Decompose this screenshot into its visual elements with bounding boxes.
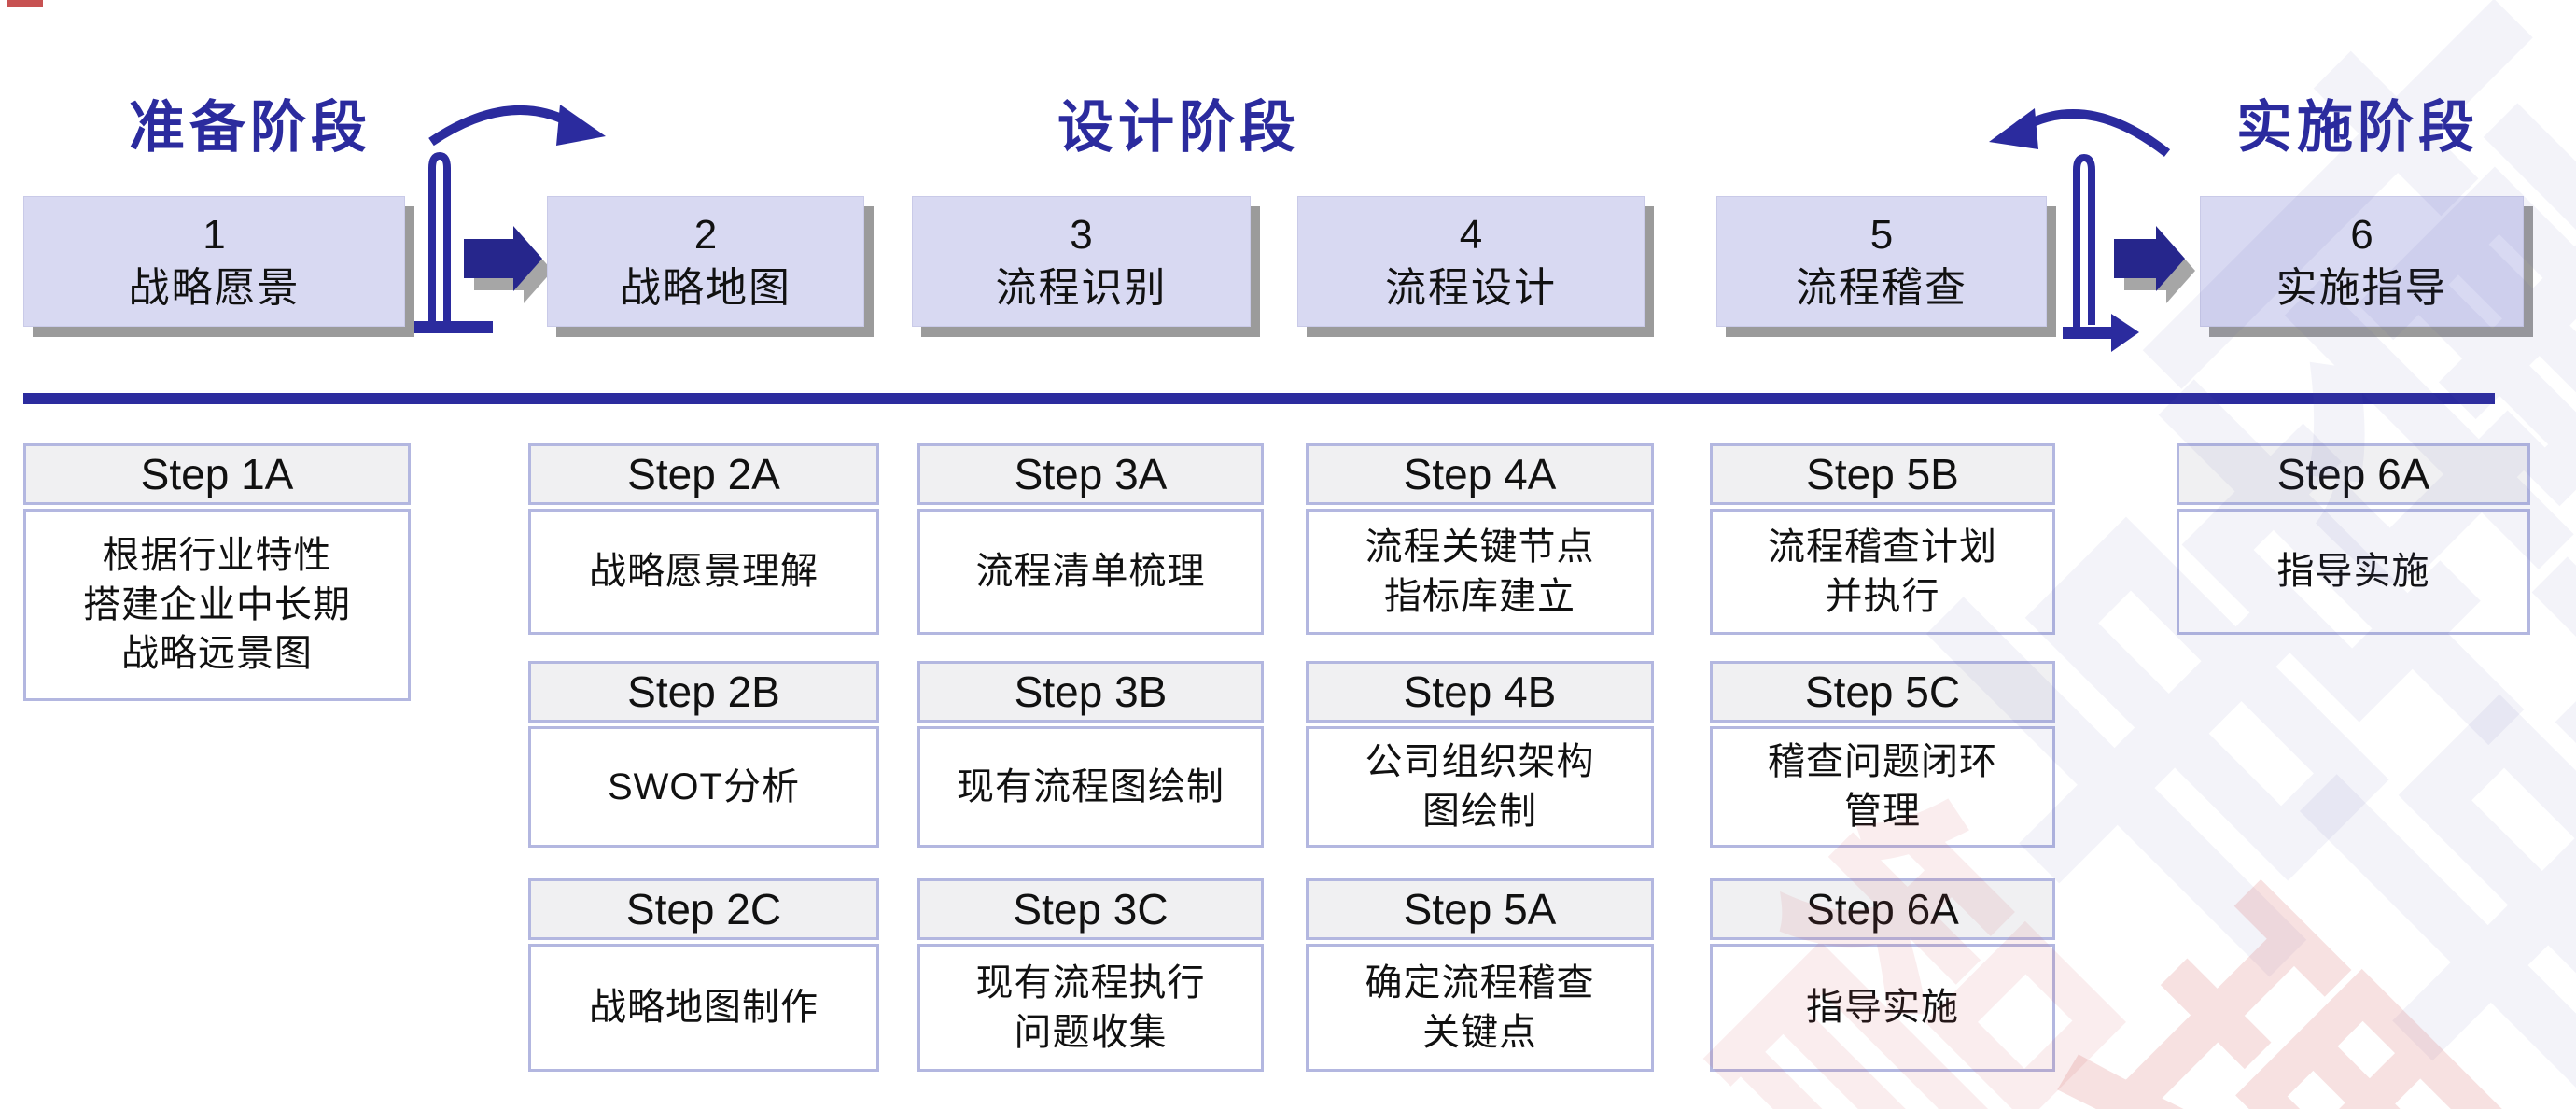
right-stage-divider-arrow bbox=[2063, 153, 2139, 352]
step-4b-header: Step 4B bbox=[1306, 661, 1654, 723]
step-5c-body: 指导实施 bbox=[1710, 944, 2055, 1072]
step-2c-header: Step 2C bbox=[528, 878, 879, 940]
flow-arrow-5-6-icon bbox=[2114, 226, 2195, 303]
step-3a-header: Step 3A bbox=[917, 443, 1264, 505]
step-3c-body: 现有流程执行 问题收集 bbox=[917, 944, 1264, 1072]
stage-box-4: 4 流程设计 bbox=[1297, 196, 1645, 327]
step-6a-body: 指导实施 bbox=[2177, 509, 2530, 635]
step-2a-body: 战略愿景理解 bbox=[528, 509, 879, 635]
step-5a-header: Step 5B bbox=[1710, 443, 2055, 505]
step-1a-header: Step 1A bbox=[23, 443, 411, 505]
step-2a-header: Step 2A bbox=[528, 443, 879, 505]
stage-number: 1 bbox=[203, 211, 226, 258]
stage-box-1: 1 战略愿景 bbox=[23, 196, 405, 327]
step-2c-body: 战略地图制作 bbox=[528, 944, 879, 1072]
step-4b-body: 公司组织架构 图绘制 bbox=[1306, 726, 1654, 848]
curved-arrow-right-icon bbox=[428, 105, 606, 147]
stage-title: 战略愿景 bbox=[128, 265, 301, 311]
stage-box-3: 3 流程识别 bbox=[912, 196, 1251, 327]
stage-title: 流程设计 bbox=[1385, 265, 1557, 311]
stage-title: 流程识别 bbox=[995, 265, 1168, 311]
stage-title: 实施指导 bbox=[2275, 265, 2448, 311]
stage-box-2: 2 战略地图 bbox=[547, 196, 864, 327]
left-stage-divider bbox=[414, 151, 493, 333]
phase-label-implementation: 实施阶段 bbox=[2236, 96, 2479, 159]
stage-number: 5 bbox=[1869, 211, 1894, 258]
flow-arrow-1-2-icon bbox=[464, 226, 553, 303]
step-3a-body: 流程清单梳理 bbox=[917, 509, 1264, 635]
step-5b-header: Step 5C bbox=[1710, 661, 2055, 723]
step-3b-body: 现有流程图绘制 bbox=[917, 726, 1264, 848]
stage-number: 3 bbox=[1070, 211, 1093, 258]
stage-number: 2 bbox=[693, 211, 718, 258]
step-5b-body: 稽查问题闭环 管理 bbox=[1710, 726, 2055, 848]
stage-title: 流程稽查 bbox=[1796, 265, 1967, 311]
stage-box-5: 5 流程稽查 bbox=[1716, 196, 2047, 327]
stage-box-6: 6 实施指导 bbox=[2200, 196, 2524, 327]
step-2b-body: SWOT分析 bbox=[528, 726, 879, 848]
horizontal-divider-line bbox=[23, 393, 2495, 404]
step-3b-header: Step 3B bbox=[917, 661, 1264, 723]
phase-label-design: 设计阶段 bbox=[1057, 96, 1300, 159]
curved-arrow-left-icon bbox=[1989, 108, 2171, 157]
step-1a-body: 根据行业特性 搭建企业中长期 战略远景图 bbox=[23, 509, 411, 701]
phase-label-preparation: 准备阶段 bbox=[129, 96, 371, 159]
step-4c-body: 确定流程稽查 关键点 bbox=[1306, 944, 1654, 1072]
red-corner-mark bbox=[7, 0, 43, 7]
step-4a-header: Step 4A bbox=[1306, 443, 1654, 505]
step-3c-header: Step 3C bbox=[917, 878, 1264, 940]
step-2b-header: Step 2B bbox=[528, 661, 879, 723]
stage-title: 战略地图 bbox=[620, 265, 791, 311]
stage-number: 6 bbox=[2350, 211, 2373, 258]
stage-number: 4 bbox=[1459, 211, 1483, 258]
step-4a-body: 流程关键节点 指标库建立 bbox=[1306, 509, 1654, 635]
step-4c-header: Step 5A bbox=[1306, 878, 1654, 940]
step-5a-body: 流程稽查计划 并执行 bbox=[1710, 509, 2055, 635]
step-6a-header: Step 6A bbox=[2177, 443, 2530, 505]
step-5c-header: Step 6A bbox=[1710, 878, 2055, 940]
